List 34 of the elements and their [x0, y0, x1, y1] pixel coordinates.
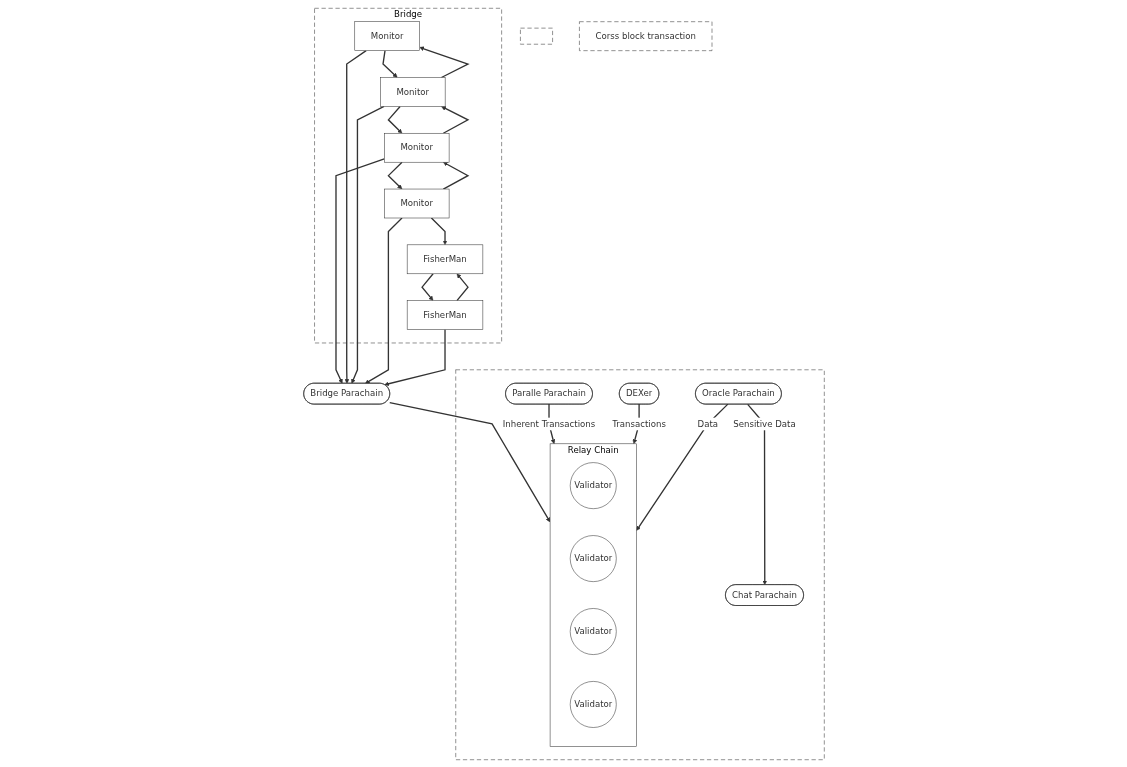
- edge-label: Inherent Transactions: [502, 418, 595, 429]
- node-box: Monitor: [354, 20, 420, 51]
- node-box: FisherMan: [406, 299, 483, 330]
- arrow: [344, 49, 367, 384]
- arrow: [455, 273, 469, 301]
- node-circle: Validator: [569, 534, 617, 582]
- cluster: [454, 369, 825, 760]
- node-box: Corss block transaction: [578, 20, 712, 51]
- arrow: [386, 161, 403, 189]
- arrow: [746, 403, 767, 585]
- arrow: [381, 49, 398, 78]
- edge-label: Data: [697, 418, 718, 429]
- edge-label: Sensitive Data: [732, 418, 796, 429]
- arrow: [383, 328, 446, 386]
- arrow: [334, 157, 385, 384]
- node-box: Monitor: [383, 188, 449, 218]
- arrow: [442, 161, 469, 190]
- arrow: [386, 105, 402, 133]
- arrow: [440, 105, 469, 134]
- node-box: FisherMan: [406, 244, 483, 274]
- node-box: Monitor: [379, 76, 445, 107]
- arrow: [420, 272, 434, 301]
- node-circle: Validator: [569, 461, 617, 509]
- node-circle: Validator: [569, 607, 617, 655]
- arrow: [635, 402, 728, 531]
- arrow: [350, 105, 385, 384]
- edge-label: Transactions: [611, 418, 666, 429]
- node-circle: Validator: [569, 680, 617, 728]
- node-box: Monitor: [383, 132, 449, 162]
- arrow: [430, 216, 447, 245]
- arrow: [418, 46, 470, 78]
- node-box: [519, 27, 553, 44]
- arrow: [388, 401, 550, 522]
- arrow: [364, 216, 403, 384]
